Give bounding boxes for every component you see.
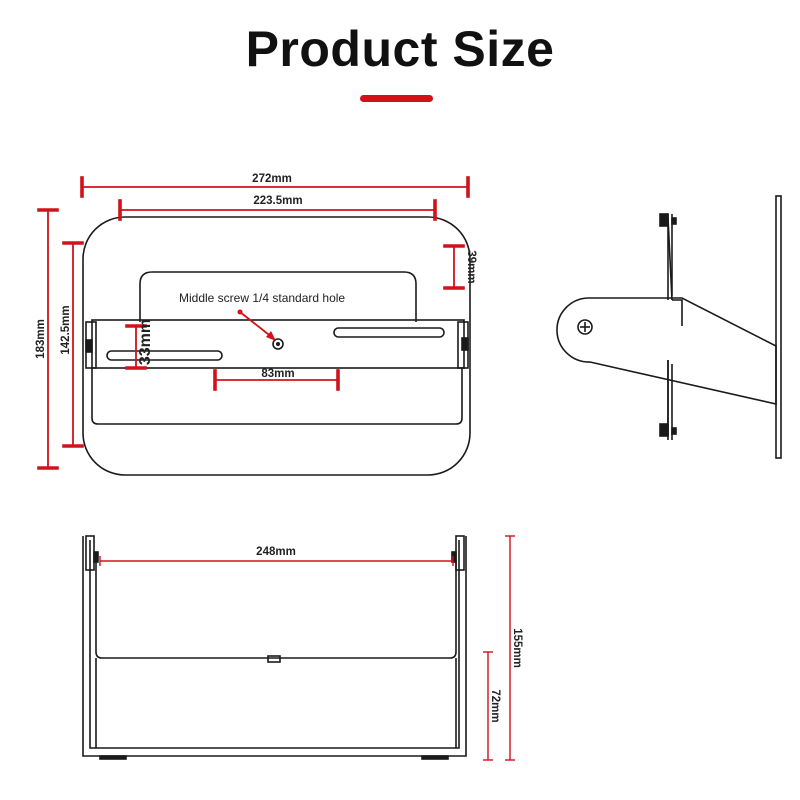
front-right-knob bbox=[461, 337, 469, 351]
plus-screw-icon bbox=[577, 319, 593, 335]
bottom-right-bracket bbox=[455, 535, 465, 571]
label-83mm: 83mm bbox=[261, 368, 294, 380]
front-right-slot bbox=[333, 327, 445, 338]
bottom-dimension-labels: 248mm 155mm 72mm bbox=[256, 546, 523, 723]
front-lower-frame bbox=[91, 368, 463, 425]
title-underline bbox=[360, 95, 433, 102]
side-top-nut bbox=[659, 213, 669, 227]
label-39mm: 39mm bbox=[465, 250, 477, 283]
front-dimensions bbox=[37, 176, 470, 470]
label-272mm: 272mm bbox=[252, 173, 292, 185]
bottom-view bbox=[82, 535, 467, 760]
front-dimension-labels: 272mm 223.5mm 183mm 142.5mm 39mm 33mm 83… bbox=[35, 173, 477, 380]
front-left-knob bbox=[85, 339, 93, 353]
side-view bbox=[556, 195, 782, 459]
label-183mm: 183mm bbox=[35, 319, 47, 359]
label-142-5mm: 142.5mm bbox=[60, 305, 72, 354]
front-center-screw-hole bbox=[272, 338, 284, 350]
bottom-right-foot bbox=[421, 755, 449, 760]
front-middle-plate bbox=[139, 271, 417, 322]
label-248mm: 248mm bbox=[256, 546, 296, 558]
page-title: Product Size bbox=[245, 21, 555, 77]
front-left-slot bbox=[106, 350, 223, 361]
side-arm bbox=[556, 297, 777, 406]
label-223-5mm: 223.5mm bbox=[253, 195, 302, 207]
label-72mm: 72mm bbox=[489, 689, 501, 722]
annotation-arrow bbox=[239, 311, 274, 339]
bottom-outer-frame bbox=[82, 536, 467, 757]
label-33mm: 33mm bbox=[137, 319, 154, 365]
bottom-dimensions bbox=[99, 535, 515, 761]
bottom-center-tab bbox=[267, 655, 281, 663]
label-155mm: 155mm bbox=[511, 628, 523, 668]
bottom-left-foot bbox=[99, 755, 127, 760]
side-wall-plate bbox=[775, 195, 782, 459]
bottom-inner-frame bbox=[95, 560, 457, 659]
side-bottom-nut bbox=[659, 423, 669, 437]
side-bracket-plate bbox=[667, 217, 683, 436]
annotation-middle-screw: Middle screw 1/4 standard hole bbox=[179, 291, 345, 305]
